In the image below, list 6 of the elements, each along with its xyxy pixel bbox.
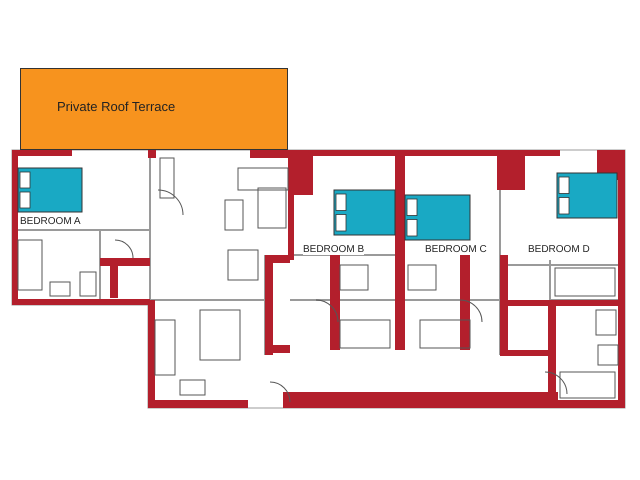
room-label: BEDROOM B	[303, 244, 364, 255]
roof-terrace	[20, 68, 288, 150]
room-label: BEDROOM D	[528, 244, 590, 255]
room-label: BEDROOM C	[425, 244, 487, 255]
room-label: BEDROOM A	[20, 216, 81, 227]
room-label: Private Roof Terrace	[57, 99, 176, 114]
